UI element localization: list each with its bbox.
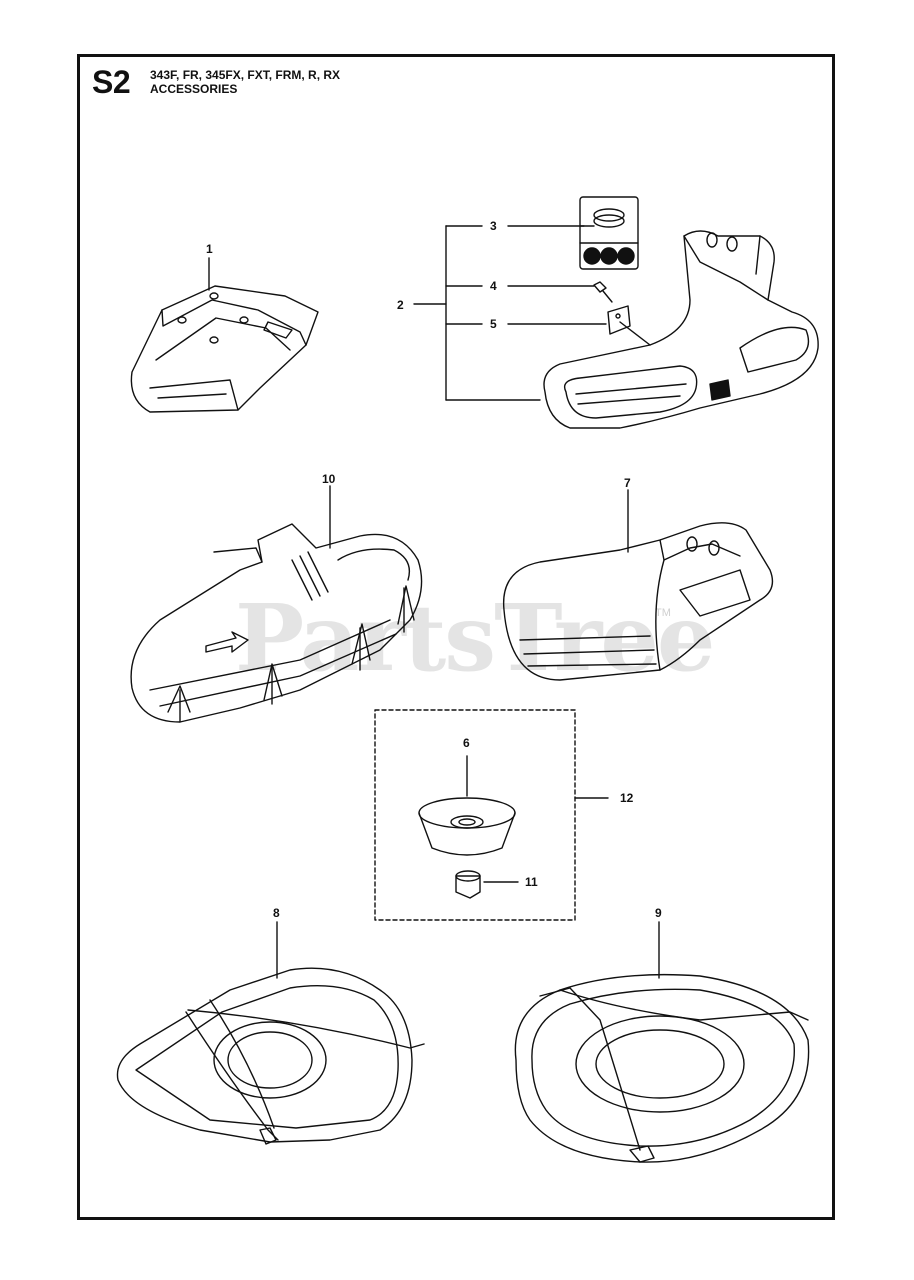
part-5-plate[interactable] [607,305,631,335]
part-7-guard[interactable] [502,489,774,681]
part-2-guard[interactable] [543,230,819,429]
section-code: S2 [92,64,131,100]
callout-9[interactable]: 9 [655,906,662,920]
callout-3[interactable]: 3 [490,219,497,233]
callout-7[interactable]: 7 [624,476,631,490]
callout-5[interactable]: 5 [490,317,497,331]
part-8-deflector[interactable] [116,921,425,1145]
callout-10[interactable]: 10 [322,472,336,486]
callout-1[interactable]: 1 [206,242,213,256]
diagram-frame [77,54,835,1220]
watermark: PartsTree [235,584,715,692]
callout-8[interactable]: 8 [273,906,280,920]
watermark-tm: TM [655,607,671,619]
callout-6[interactable]: 6 [463,736,470,750]
callout-12[interactable]: 12 [620,791,634,805]
model-list: 343F, FR, 345FX, FXT, FRM, R, RX [150,68,341,82]
part-3-decal[interactable] [579,196,639,270]
part-12-kit-box[interactable] [374,709,609,921]
part-10-guard[interactable] [130,485,423,723]
part-4-screw[interactable] [593,281,613,303]
part-11-nut[interactable] [455,870,519,899]
header-text: 343F, FR, 345FX, FXT, FRM, R, RX ACCESSO… [150,68,340,96]
callout-11[interactable]: 11 [525,875,538,889]
page-title: ACCESSORIES [150,82,238,96]
callout-4[interactable]: 4 [490,279,497,293]
callout-2[interactable]: 2 [397,298,404,312]
part-2-callout-bracket [413,225,651,401]
part-6-head[interactable] [418,755,516,856]
part-1-guard[interactable] [130,257,319,413]
part-9-deflector[interactable] [514,921,810,1163]
